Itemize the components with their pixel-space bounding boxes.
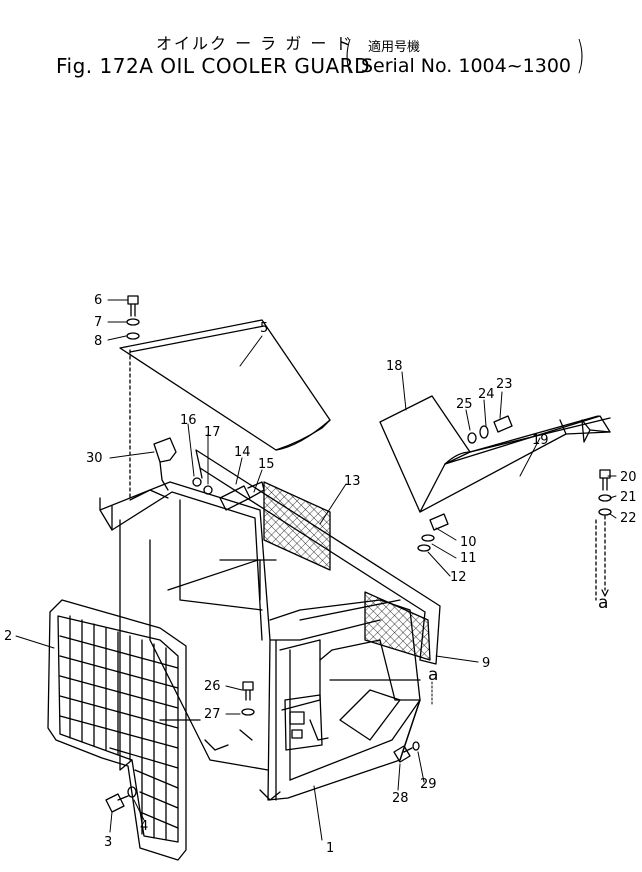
callout-2: 2 <box>4 629 12 644</box>
callout-20: 20 <box>620 470 637 485</box>
callout-16: 16 <box>180 413 197 428</box>
callout-4: 4 <box>140 819 148 834</box>
callout-labels: 6 7 8 5 18 23 24 25 19 20 21 22 13 14 15… <box>4 293 637 856</box>
rear-mesh-panel <box>195 449 441 665</box>
side-bolt-assembly <box>467 415 513 444</box>
callout-27: 27 <box>204 707 221 722</box>
reference-letter-left: a <box>428 665 438 685</box>
callout-21: 21 <box>620 490 637 505</box>
callout-8: 8 <box>94 334 102 349</box>
callout-leaders <box>15 299 617 841</box>
lower-bolt-assembly <box>393 741 420 763</box>
guard-frame-part <box>99 481 421 801</box>
callout-18: 18 <box>386 359 403 374</box>
front-bolt-assembly <box>105 786 137 813</box>
callout-7: 7 <box>94 315 102 330</box>
serial-range: Serial No. 1004~1300 <box>361 55 572 77</box>
right-bolt-assembly <box>598 469 612 597</box>
callout-28: 28 <box>392 791 409 806</box>
top-cover-part <box>119 319 331 451</box>
callout-14: 14 <box>234 445 251 460</box>
callout-5: 5 <box>260 321 268 336</box>
clamp-assembly <box>153 437 265 511</box>
callout-26: 26 <box>204 679 221 694</box>
callout-1: 1 <box>326 841 334 856</box>
japanese-serial-label: 適用号機 <box>368 40 421 55</box>
callout-13: 13 <box>344 474 361 489</box>
callout-25: 25 <box>456 397 473 412</box>
callout-29: 29 <box>420 777 437 792</box>
front-grille-part <box>47 599 187 861</box>
callout-23: 23 <box>496 377 513 392</box>
side-cover-part <box>379 395 611 601</box>
callout-12: 12 <box>450 570 467 585</box>
callout-10: 10 <box>460 535 477 550</box>
callout-30: 30 <box>86 451 103 466</box>
top-bolt-assembly <box>126 295 140 501</box>
japanese-title: オイルク ー ラ ガ ー ド <box>156 34 354 53</box>
callout-9: 9 <box>482 656 490 671</box>
serial-paren-open: ( <box>344 33 353 77</box>
callout-17: 17 <box>204 425 221 440</box>
frame-bolt-assembly <box>241 681 255 716</box>
figure-title: Fig. 172A OIL COOLER GUARD <box>56 54 370 78</box>
callout-24: 24 <box>478 387 495 402</box>
callout-3: 3 <box>104 835 112 850</box>
callout-15: 15 <box>258 457 275 472</box>
serial-paren-close: ) <box>576 33 585 77</box>
center-bolt-assembly <box>417 513 449 552</box>
callout-11: 11 <box>460 551 477 566</box>
callout-22: 22 <box>620 511 637 526</box>
callout-6: 6 <box>94 293 102 308</box>
callout-19: 19 <box>532 433 549 448</box>
reference-letter-right: a <box>598 593 608 613</box>
